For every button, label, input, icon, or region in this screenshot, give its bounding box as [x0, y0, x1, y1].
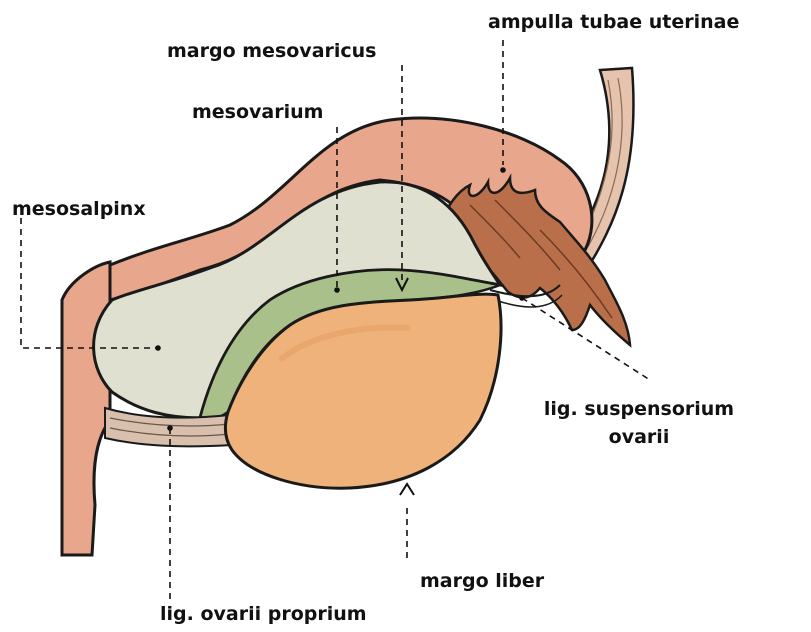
label-ampulla-tubae-uterinae: ampulla tubae uterinae [488, 11, 739, 33]
label-mesosalpinx: mesosalpinx [12, 198, 146, 220]
label-lig-ovarii-proprium: lig. ovarii proprium [160, 603, 367, 625]
uterine-wall [62, 262, 110, 555]
label-lig-suspensorium-ovarii: lig. suspensorium ovarii [527, 398, 751, 448]
label-lig-suspensorium-line2: ovarii [527, 426, 751, 448]
label-lig-suspensorium-line1: lig. suspensorium [527, 398, 751, 420]
label-margo-liber: margo liber [420, 570, 544, 592]
label-mesovarium: mesovarium [192, 101, 323, 123]
arrow-margo-liber [400, 484, 414, 495]
label-margo-mesovaricus: margo mesovaricus [167, 40, 377, 62]
